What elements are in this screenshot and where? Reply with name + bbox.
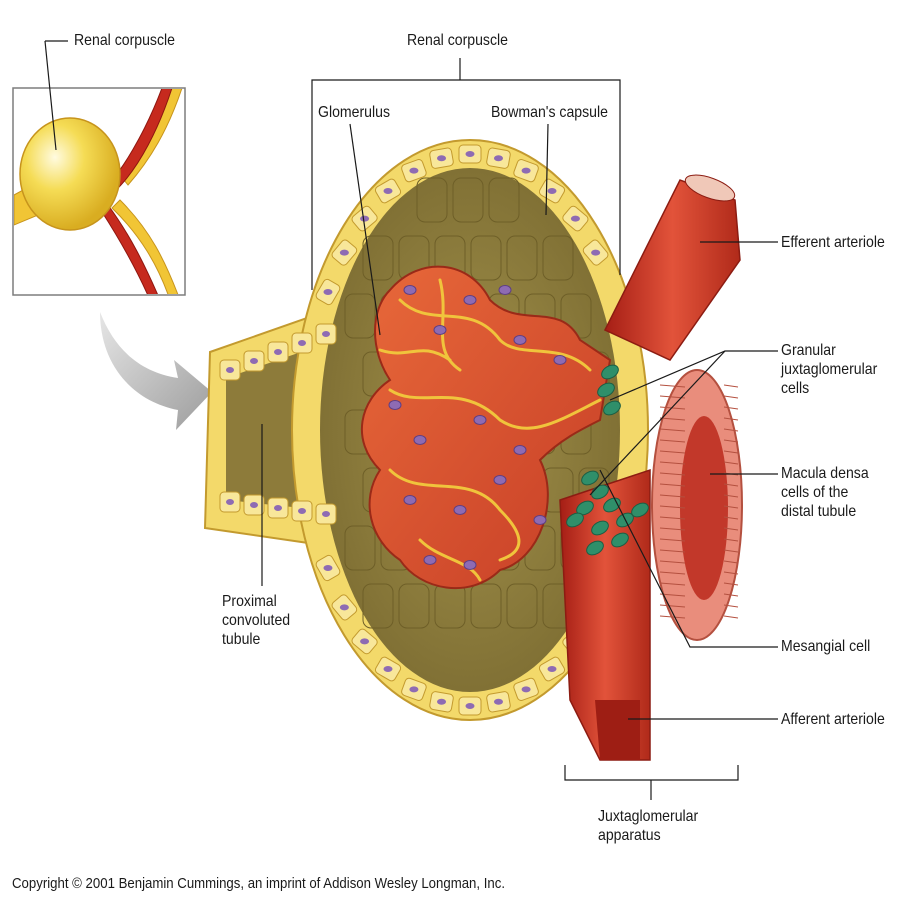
mesangial-cell-label: Mesangial cell [781, 637, 870, 656]
glomerular-nucleus [534, 516, 546, 525]
cell-nucleus [298, 508, 306, 514]
macula-densa-cell [724, 616, 738, 618]
efferent-arteriole [605, 170, 740, 360]
cell-nucleus [522, 686, 531, 692]
juxtaglomerular-apparatus-label: Juxtaglomerular apparatus [598, 807, 698, 845]
cell-nucleus [548, 666, 557, 672]
efferent-arteriole-label: Efferent arteriole [781, 233, 885, 252]
cell-nucleus [323, 565, 332, 571]
cell-nucleus [494, 155, 503, 161]
glomerular-nucleus [424, 556, 436, 565]
cell-nucleus [226, 367, 234, 373]
renal-corpuscle-label: Renal corpuscle [407, 31, 508, 50]
glomerular-nucleus [404, 286, 416, 295]
macula-label-line-3: distal tubule [781, 502, 869, 521]
cell-nucleus [591, 250, 600, 256]
cell-nucleus [340, 250, 349, 256]
proximal-label-line-1: Proximal [222, 592, 290, 611]
cell-nucleus [522, 168, 531, 174]
cell-nucleus [360, 638, 369, 644]
glomerular-nucleus [464, 561, 476, 570]
cell-nucleus [274, 349, 282, 355]
granular-cells-label: Granular juxtaglomerular cells [781, 341, 877, 398]
cell-nucleus [226, 499, 234, 505]
granular-label-line-1: Granular [781, 341, 877, 360]
cell-nucleus [437, 155, 446, 161]
cell-nucleus [437, 699, 446, 705]
glomerulus-label: Glomerulus [318, 103, 390, 122]
glomerular-nucleus [389, 401, 401, 410]
glomerular-nucleus [434, 326, 446, 335]
macula-densa-cell [724, 396, 738, 398]
glomerular-nucleus [474, 416, 486, 425]
glomerular-nucleus [464, 296, 476, 305]
glomerular-nucleus [454, 506, 466, 515]
jga-label-line-1: Juxtaglomerular [598, 807, 698, 826]
afferent-arteriole-label: Afferent arteriole [781, 710, 885, 729]
cell-nucleus [548, 188, 557, 194]
glomerular-nucleus [414, 436, 426, 445]
cell-nucleus [384, 188, 393, 194]
cell-nucleus [250, 358, 258, 364]
granular-label-line-2: juxtaglomerular [781, 360, 877, 379]
macula-densa-cell [724, 385, 738, 387]
cell-nucleus [466, 703, 475, 709]
jga-label-line-2: apparatus [598, 826, 698, 845]
inset-panel [13, 88, 185, 300]
glomerular-nucleus [514, 336, 526, 345]
granular-label-line-3: cells [781, 379, 877, 398]
cell-nucleus [274, 505, 282, 511]
copyright-notice: Copyright © 2001 Benjamin Cummings, an i… [12, 875, 505, 892]
cell-nucleus [571, 216, 580, 222]
bowmans-capsule-label: Bowman's capsule [491, 103, 608, 122]
glomerular-nucleus [404, 496, 416, 505]
cell-nucleus [250, 502, 258, 508]
cell-nucleus [466, 151, 475, 157]
macula-label-line-1: Macula densa [781, 464, 869, 483]
macula-densa-label: Macula densa cells of the distal tubule [781, 464, 869, 521]
cell-nucleus [409, 686, 418, 692]
glomerular-nucleus [494, 476, 506, 485]
cell-nucleus [322, 511, 330, 517]
glomerular-nucleus [499, 286, 511, 295]
inset-renal-corpuscle-label: Renal corpuscle [74, 31, 175, 50]
proximal-label-line-2: convoluted [222, 611, 290, 630]
cell-nucleus [384, 666, 393, 672]
proximal-tubule-label: Proximal convoluted tubule [222, 592, 290, 649]
cell-nucleus [323, 289, 332, 295]
direction-arrow [100, 312, 212, 430]
cell-nucleus [322, 331, 330, 337]
glomerular-nucleus [554, 356, 566, 365]
cell-nucleus [298, 340, 306, 346]
proximal-label-line-3: tubule [222, 630, 290, 649]
cell-nucleus [494, 699, 503, 705]
cell-nucleus [409, 168, 418, 174]
glomerular-nucleus [514, 446, 526, 455]
cell-nucleus [340, 604, 349, 610]
cell-nucleus [360, 216, 369, 222]
macula-label-line-2: cells of the [781, 483, 869, 502]
